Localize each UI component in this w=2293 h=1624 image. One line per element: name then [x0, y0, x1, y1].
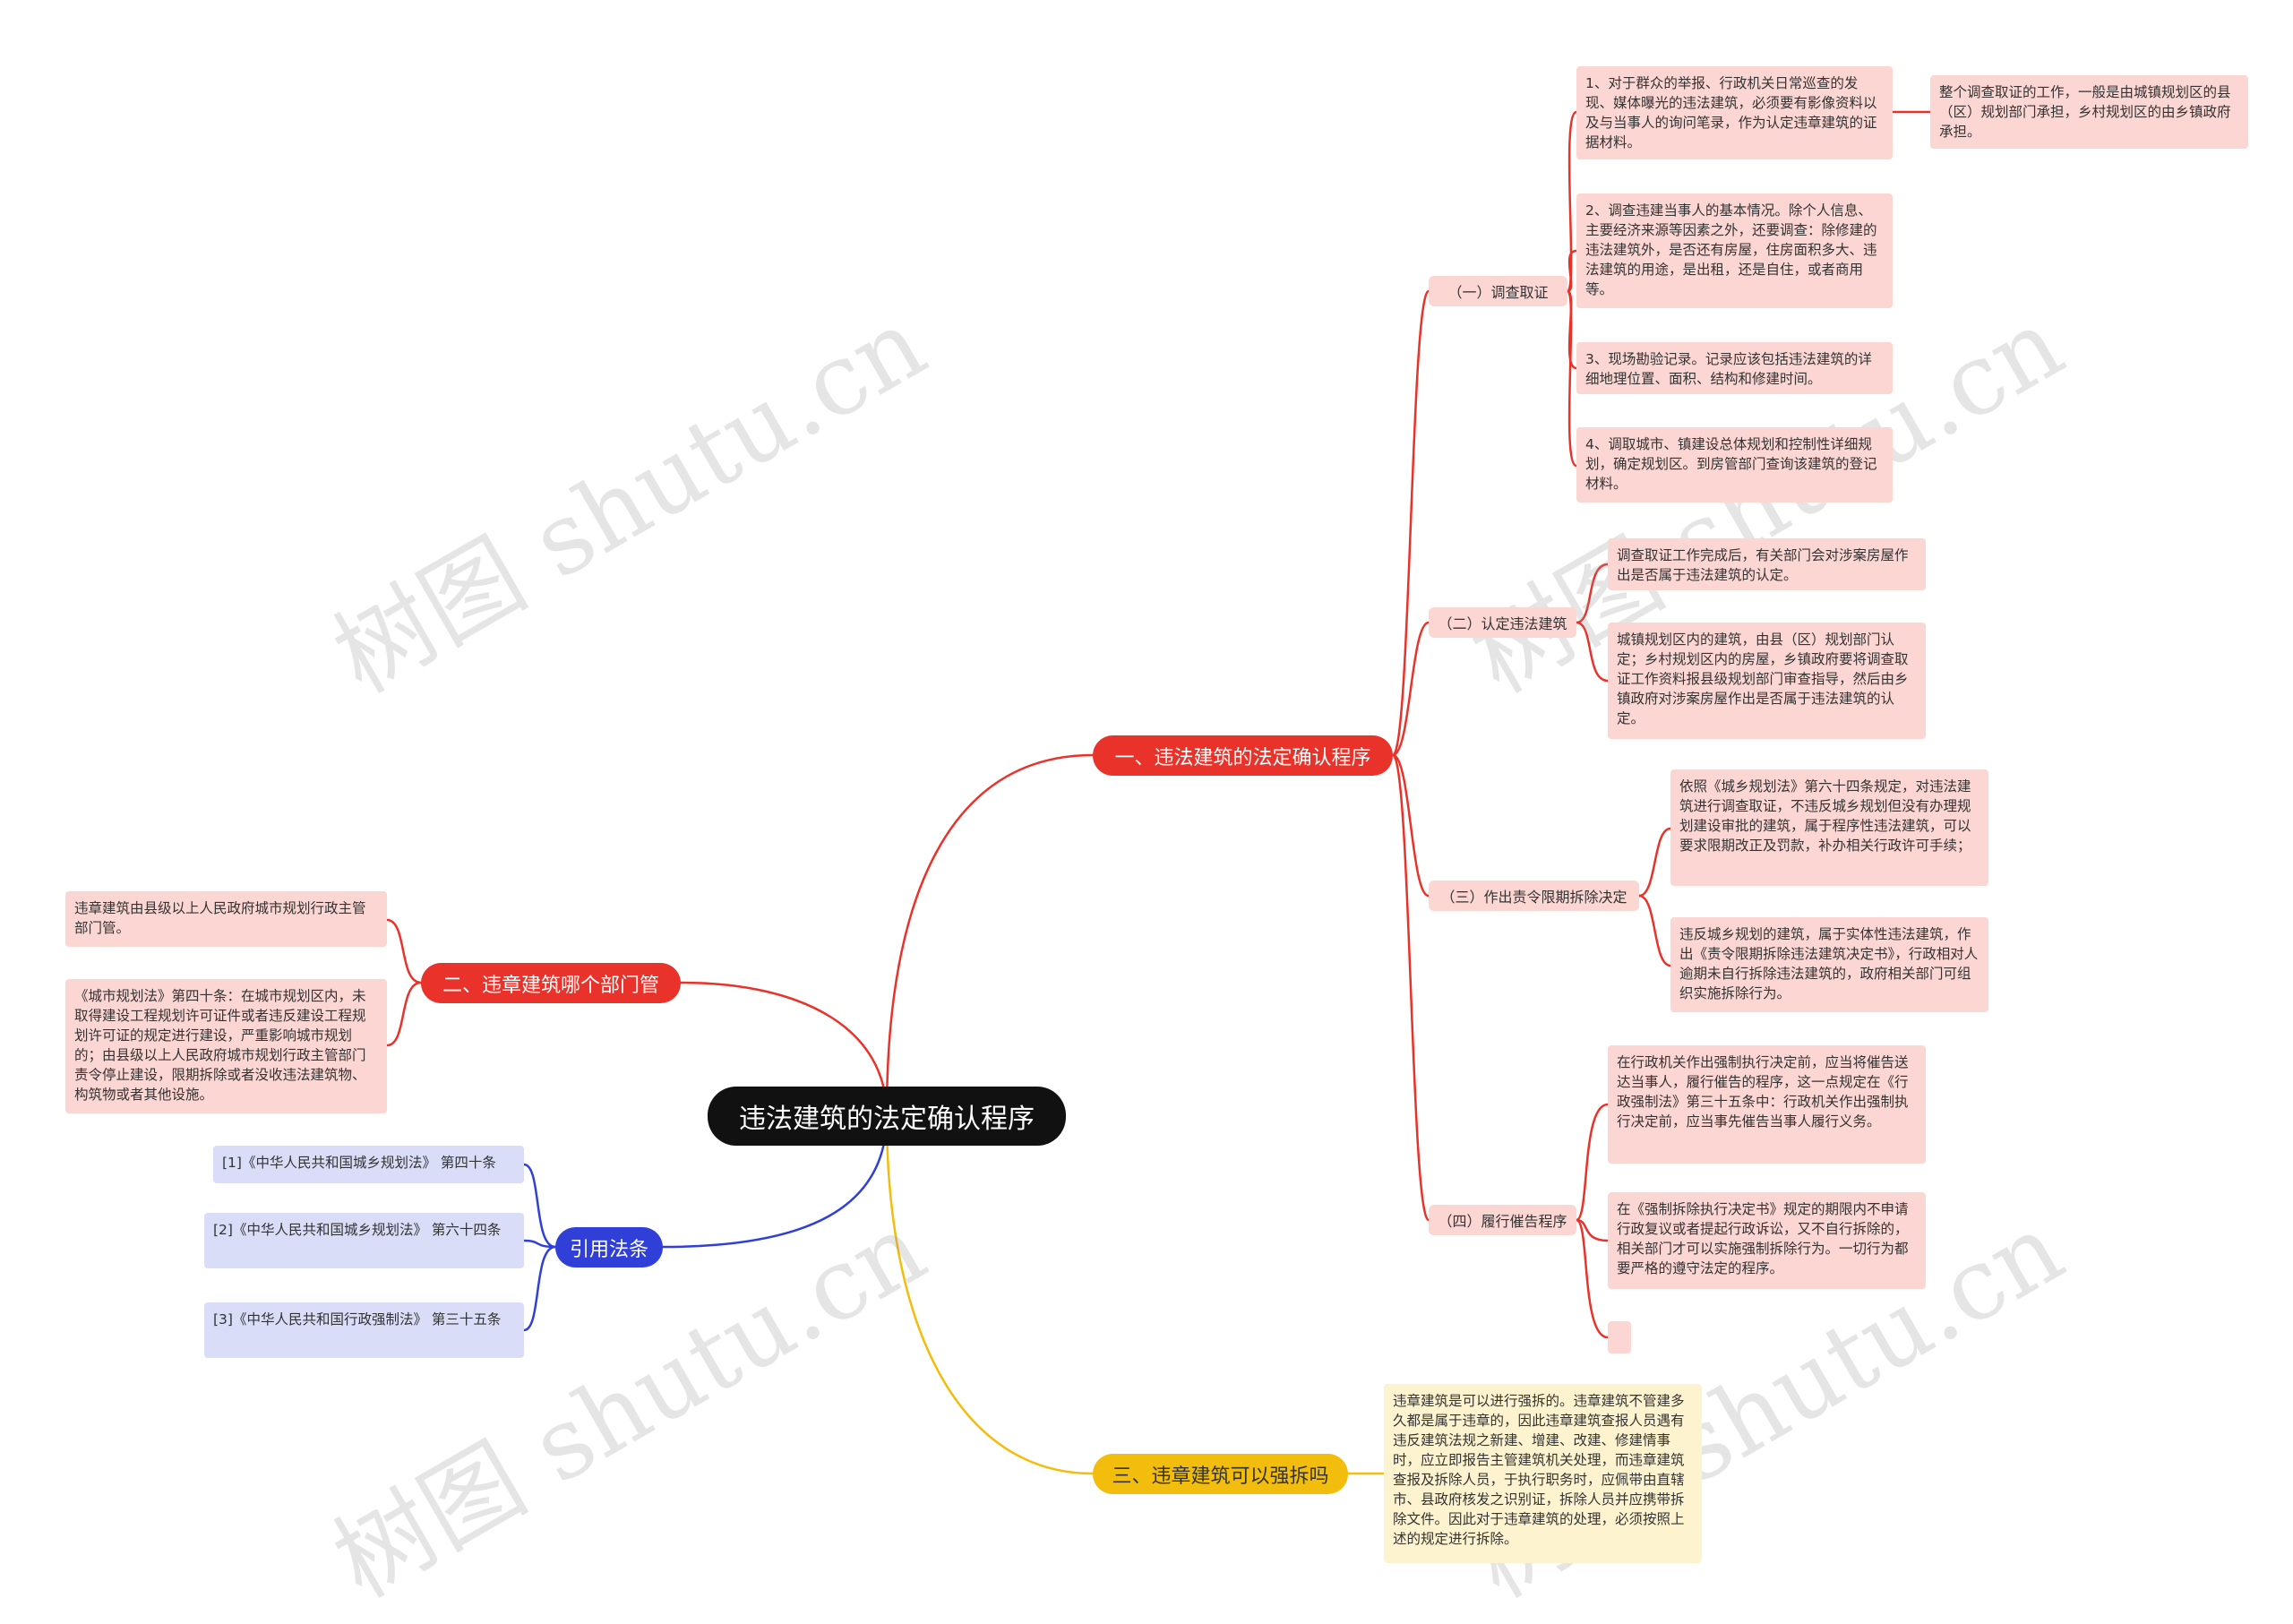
department-item[interactable]: 《城市规划法》第四十条：在城市规划区内，未取得建设工程规划许可证件或者违反建设工…	[65, 979, 387, 1113]
link-s4-i2	[1576, 1218, 1609, 1242]
link-s2-i1	[1576, 563, 1609, 624]
link-s3-i1	[1638, 827, 1671, 898]
root-topic[interactable]: 违法建筑的法定确认程序	[708, 1087, 1066, 1146]
link-root-b4	[885, 1114, 1094, 1475]
investigation-item[interactable]: 4、调取城市、镇建设总体规划和控制性详细规划，确定规划区。到房管部门查询该建筑的…	[1576, 427, 1893, 503]
department-item[interactable]: 违章建筑由县级以上人民政府城市规划行政主管部门管。	[65, 891, 387, 947]
section-reminder-procedure[interactable]: （四）履行催告程序	[1429, 1205, 1576, 1235]
demolition-order-item[interactable]: 违反城乡规划的建筑，属于实体性违法建筑，作出《责令限期拆除违法建筑决定书》，行政…	[1670, 917, 1988, 1012]
reminder-item[interactable]: 在行政机关作出强制执行决定前，应当将催告送达当事人，履行催告的程序，这一点规定在…	[1608, 1045, 1926, 1164]
branch-legal-references[interactable]: 引用法条	[555, 1227, 663, 1267]
link-b2-i1	[386, 918, 422, 984]
link-b2-i2	[386, 981, 422, 1047]
investigation-item[interactable]: 1、对于群众的举报、行政机关日常巡查的发现、媒体曝光的违法建筑，必须要有影像资料…	[1576, 66, 1893, 159]
link-s4-i1	[1576, 1103, 1609, 1222]
link-s1-i4	[1566, 289, 1577, 468]
branch-department[interactable]: 二、违章建筑哪个部门管	[421, 963, 681, 1003]
investigation-item[interactable]: 2、调查违建当事人的基本情况。除个人信息、主要经济来源等因素之外，还要调查：除修…	[1576, 193, 1893, 308]
legal-reference-item[interactable]: [2]《中华人民共和国城乡规划法》 第六十四条	[204, 1213, 524, 1268]
section-demolition-order[interactable]: （三）作出责令限期拆除决定	[1429, 881, 1639, 911]
link-b3-i3	[523, 1245, 556, 1332]
forced-demolition-item[interactable]: 违章建筑是可以进行强拆的。违章建筑不管建多久都是属于违章的，因此违章建筑查报人员…	[1384, 1384, 1702, 1563]
link-s2-i2	[1576, 621, 1609, 683]
section-identification[interactable]: （二）认定违法建筑	[1429, 607, 1576, 638]
link-root-b3	[662, 1114, 889, 1249]
legal-reference-item[interactable]: [1]《中华人民共和国城乡规划法》 第四十条	[213, 1146, 524, 1183]
reminder-item[interactable]: 在《强制拆除执行决定书》规定的期限内不申请行政复议或者提起行政诉讼，又不自行拆除…	[1608, 1192, 1926, 1289]
branch-forced-demolition[interactable]: 三、违章建筑可以强拆吗	[1093, 1454, 1348, 1494]
link-root-b1	[885, 753, 1094, 1116]
demolition-order-item[interactable]: 依照《城乡规划法》第六十四条规定，对违法建筑进行调查取证，不违反城乡规划但没有办…	[1670, 769, 1988, 886]
link-b1-s1	[1391, 289, 1430, 757]
link-b1-s4	[1391, 753, 1430, 1222]
identification-item[interactable]: 调查取证工作完成后，有关部门会对涉案房屋作出是否属于违法建筑的认定。	[1608, 538, 1926, 590]
link-b3-i1	[523, 1163, 556, 1249]
identification-item[interactable]: 城镇规划区内的建筑，由县（区）规划部门认定；乡村规划区内的房屋，乡镇政府要将调查…	[1608, 623, 1926, 739]
link-s1-i2	[1567, 249, 1577, 293]
link-s4-i3	[1576, 1218, 1609, 1339]
link-s3-i2	[1638, 894, 1671, 967]
investigation-item[interactable]: 3、现场勘验记录。记录应该包括违法建筑的详细地理位置、面积、结构和修建时间。	[1576, 342, 1893, 394]
legal-reference-item[interactable]: [3]《中华人民共和国行政强制法》 第三十五条	[204, 1302, 524, 1358]
section-investigation[interactable]: （一）调查取证	[1429, 276, 1567, 306]
link-b1-s2	[1392, 621, 1430, 757]
link-root-b2	[680, 981, 889, 1116]
branch-legal-procedure[interactable]: 一、违法建筑的法定确认程序	[1093, 735, 1393, 776]
link-b1-s3	[1392, 753, 1430, 898]
investigation-note[interactable]: 整个调查取证的工作，一般是由城镇规划区的县（区）规划部门承担，乡村规划区的由乡镇…	[1930, 75, 2248, 149]
link-b3-i2	[523, 1239, 556, 1249]
reminder-item-empty[interactable]	[1608, 1321, 1631, 1353]
